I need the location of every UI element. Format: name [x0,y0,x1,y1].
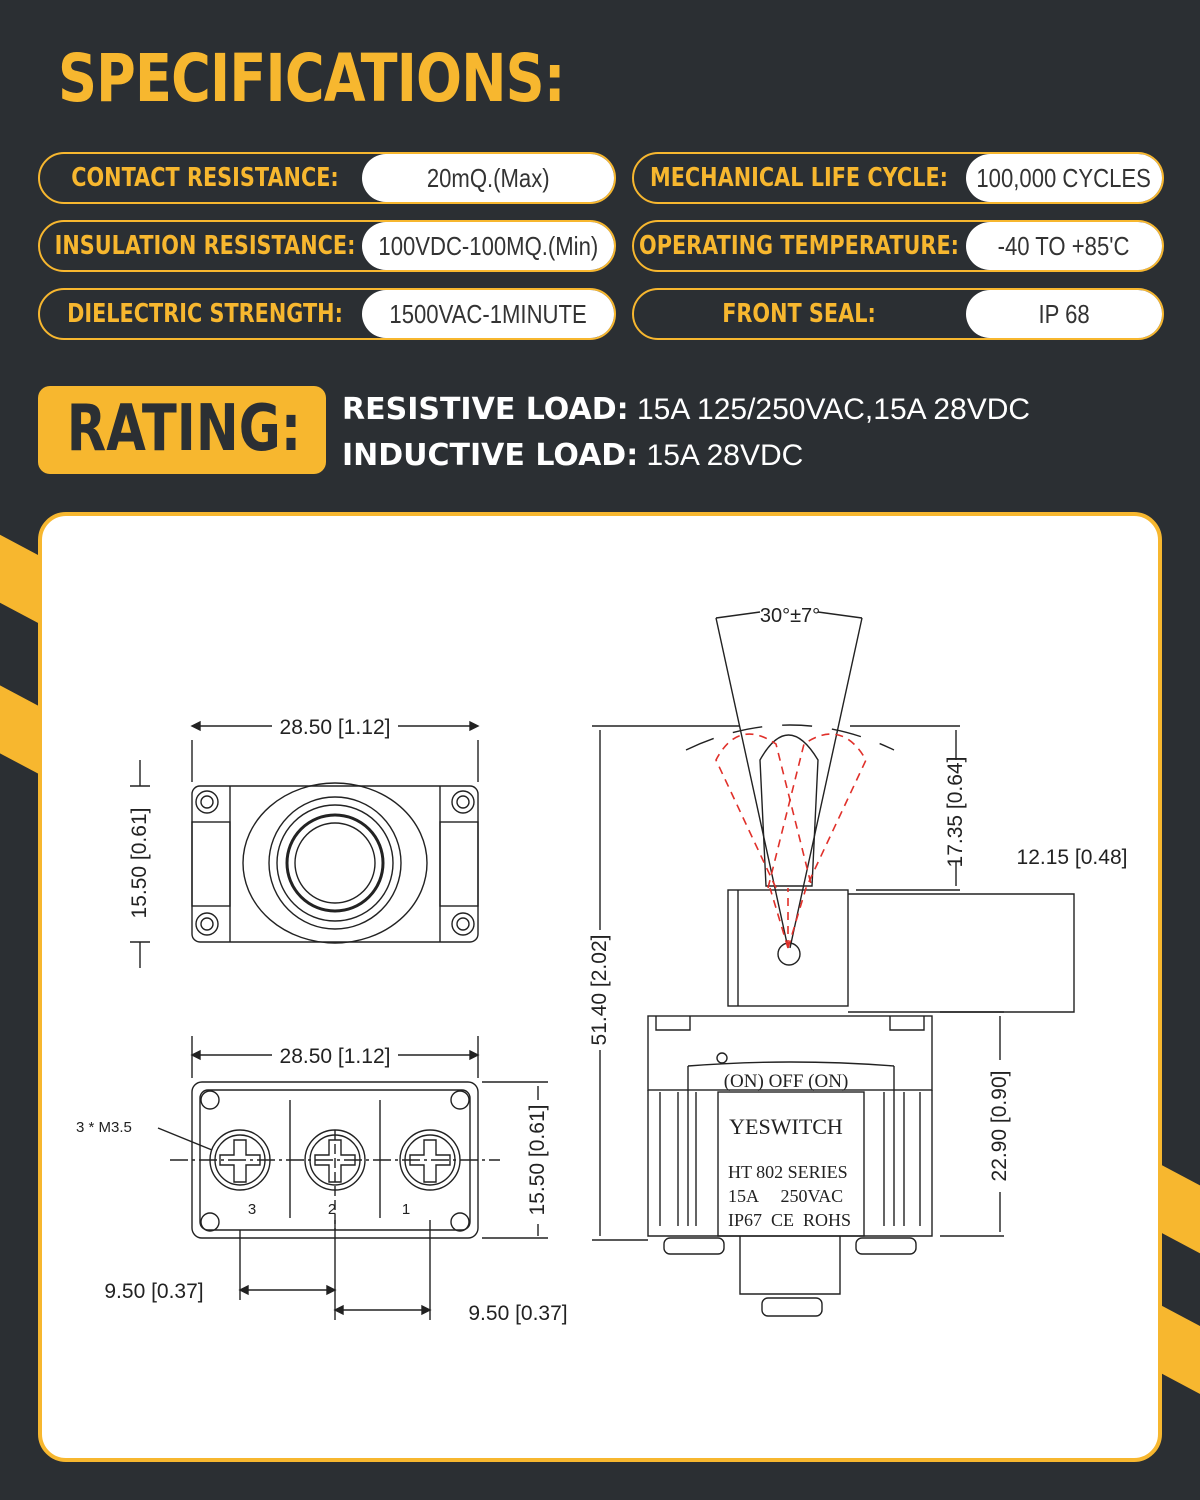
side-view [592,611,1075,1317]
body-marking-rating: 15A 250VAC [728,1186,843,1206]
inductive-load: INDUCTIVE LOAD: 15A 28VDC [342,438,803,473]
body-marking-brand: YESWITCH [729,1114,843,1139]
spec-insulation-resistance: INSULATION RESISTANCE: 100VDC-100MQ.(Min… [38,220,616,272]
lever-throw-outline [715,733,867,949]
drawing-panel [38,512,1162,1462]
body-marking-certs: IP67 CE ROHS [728,1210,851,1230]
bottom-width-label: 28.50 [1.12] [280,1045,391,1068]
body-height-label: 22.90 [0.90] [988,1071,1011,1182]
top-width-label: 28.50 [1.12] [280,716,391,739]
screw-callout: 3 * M3.5 [76,1119,132,1136]
terminal-2-label: 2 [328,1201,336,1218]
bottom-view [157,1036,548,1320]
resistive-load: RESISTIVE LOAD: 15A 125/250VAC,15A 28VDC [342,392,1030,427]
terminal-1-label: 1 [402,1201,410,1218]
spec-value: -40 TO +85'C [966,222,1162,270]
spec-contact-resistance: CONTACT RESISTANCE: 20mQ.(Max) [38,152,616,204]
spec-value: IP 68 [966,290,1162,338]
rating-badge: RATING: [38,386,326,474]
inductive-load-value: 15A 28VDC [646,439,804,472]
spec-label: OPERATING TEMPERATURE: [639,231,959,261]
pitch-right-label: 9.50 [0.37] [468,1302,567,1325]
body-marking-positions: (ON) OFF (ON) [724,1071,849,1092]
spec-value: 1500VAC-1MINUTE [362,290,614,338]
spec-value: 100VDC-100MQ.(Min) [362,222,614,270]
spec-operating-temperature: OPERATING TEMPERATURE: -40 TO +85'C [632,220,1164,272]
spec-label: DIELECTRIC STRENGTH: [67,299,343,329]
spec-value: 100,000 CYCLES [966,154,1162,202]
spec-label: CONTACT RESISTANCE: [71,163,339,193]
top-view [130,720,480,968]
spec-dielectric-strength: DIELECTRIC STRENGTH: 1500VAC-1MINUTE [38,288,616,340]
resistive-load-value: 15A 125/250VAC,15A 28VDC [636,393,1031,426]
lever-height-label: 17.35 [0.64] [944,757,967,868]
bushing-width-label: 12.15 [0.48] [1017,846,1128,869]
spec-label: MECHANICAL LIFE CYCLE: [650,163,948,193]
spec-value: 20mQ.(Max) [362,154,614,202]
spec-mechanical-life: MECHANICAL LIFE CYCLE: 100,000 CYCLES [632,152,1164,204]
pitch-left-label: 9.50 [0.37] [104,1280,203,1303]
inductive-load-label: INDUCTIVE LOAD: [342,438,639,473]
spec-label: INSULATION RESISTANCE: [54,231,356,261]
rating-title: RATING: [66,392,302,466]
spec-label: FRONT SEAL: [722,299,876,329]
total-height-label: 51.40 [2.02] [588,935,611,1046]
page-title: SPECIFICATIONS: [58,40,565,117]
resistive-load-label: RESISTIVE LOAD: [342,392,629,427]
bottom-height-label: 15.50 [0.61] [526,1105,549,1216]
spec-front-seal: FRONT SEAL: IP 68 [632,288,1164,340]
body-marking-series: HT 802 SERIES [728,1162,848,1182]
top-height-label: 15.50 [0.61] [128,808,151,919]
angle-label: 30°±7° [760,605,820,627]
terminal-3-label: 3 [248,1201,256,1218]
